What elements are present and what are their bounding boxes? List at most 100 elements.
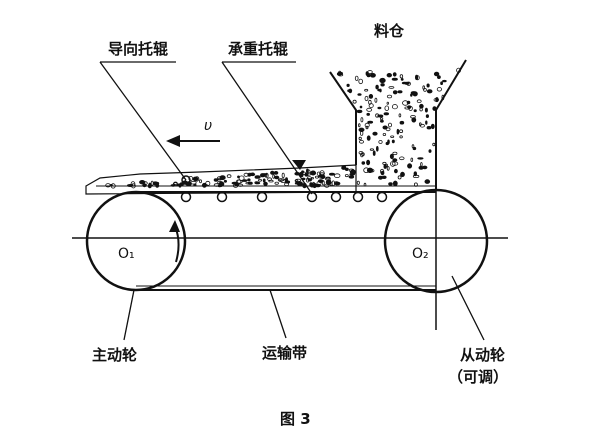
material-grain xyxy=(413,109,417,113)
material-grain xyxy=(337,71,344,76)
material-grain xyxy=(360,152,364,158)
material-grain xyxy=(391,77,398,81)
material-grain xyxy=(391,104,398,110)
material-grain xyxy=(392,158,398,162)
material-grain xyxy=(273,170,279,175)
idler-roller xyxy=(306,191,318,203)
material-grain xyxy=(245,181,252,185)
material-grain xyxy=(305,168,309,174)
idler-roller xyxy=(256,191,268,203)
material-grain xyxy=(205,180,211,186)
material-grain xyxy=(420,162,423,167)
material-grain xyxy=(408,105,413,111)
material-grain xyxy=(369,73,376,78)
material-grain xyxy=(426,83,430,88)
material-grain xyxy=(410,157,414,162)
material-grain xyxy=(369,148,374,151)
material-grain xyxy=(274,175,280,180)
material-grain xyxy=(433,71,440,77)
o2-label: O₂ xyxy=(412,246,429,262)
material-grain xyxy=(425,120,428,125)
material-grain xyxy=(424,179,431,184)
material-grain xyxy=(223,179,227,183)
material-grain xyxy=(367,120,374,124)
material-grain xyxy=(325,176,331,180)
material-grain xyxy=(262,178,266,183)
material-grain xyxy=(320,174,326,179)
material-grain xyxy=(259,173,265,178)
material-grain xyxy=(401,81,408,85)
material-grain xyxy=(326,179,332,185)
material-grain xyxy=(334,173,341,179)
idler-roller xyxy=(181,175,191,185)
material-grain xyxy=(294,181,299,185)
material-grain xyxy=(366,112,371,116)
material-grain xyxy=(254,181,259,185)
material-grain xyxy=(198,179,202,184)
material-grain xyxy=(364,95,369,102)
material-grain xyxy=(346,83,350,88)
material-grain xyxy=(348,175,355,179)
material-grain xyxy=(423,88,427,92)
hopper-label: 料仓 xyxy=(374,22,405,40)
material-grain xyxy=(387,122,392,128)
idler-roller xyxy=(352,191,364,203)
material-grain xyxy=(274,181,279,185)
material-grain xyxy=(392,180,398,187)
material-grain xyxy=(348,88,352,94)
material-grain xyxy=(424,107,428,113)
material-grain xyxy=(399,156,405,161)
idler-roller xyxy=(180,191,192,203)
material-grain xyxy=(412,146,417,151)
material-grain xyxy=(430,123,435,130)
material-grain xyxy=(364,122,370,128)
material-grain xyxy=(380,170,385,176)
material-grain xyxy=(372,150,376,156)
material-grain xyxy=(440,81,444,85)
material-grain xyxy=(375,84,379,90)
material-grain xyxy=(360,117,364,123)
rotation-arrow-head xyxy=(169,220,180,232)
driven-wheel-note: （可调） xyxy=(448,368,508,386)
material-grain xyxy=(316,181,322,186)
load-roller-leader xyxy=(221,61,313,195)
material-grain xyxy=(263,181,268,186)
material-grain xyxy=(307,178,312,182)
material-grain xyxy=(387,139,390,145)
material-grain xyxy=(382,132,387,136)
material-grain xyxy=(404,106,411,110)
load-roller-pointer xyxy=(292,160,306,170)
material-grain xyxy=(411,117,417,123)
material-grain xyxy=(213,178,219,182)
material-grain xyxy=(412,91,418,97)
material-grain xyxy=(416,99,422,103)
material-grain xyxy=(380,83,385,87)
material-grain xyxy=(366,159,371,166)
material-grain xyxy=(367,168,372,173)
material-grain xyxy=(377,106,382,110)
material-grain xyxy=(397,90,403,94)
material-grain xyxy=(295,178,302,182)
material-grain xyxy=(384,105,390,111)
material-grain xyxy=(441,94,445,101)
material-grain xyxy=(382,125,388,130)
o1-label: O₁ xyxy=(118,246,135,262)
material-grain xyxy=(349,169,356,175)
material-grain xyxy=(354,75,359,81)
material-grain xyxy=(413,171,417,177)
drive-wheel xyxy=(85,190,187,292)
material-grain xyxy=(334,181,341,186)
material-grain xyxy=(400,78,404,81)
material-grain xyxy=(367,70,373,74)
material-grain xyxy=(314,175,319,179)
material-grain xyxy=(435,97,439,103)
material-grain xyxy=(392,90,398,95)
material-grain xyxy=(393,168,398,174)
material-grain xyxy=(419,107,423,112)
material-grain xyxy=(442,79,447,83)
driven-wheel xyxy=(383,188,489,294)
guide-roller-leader xyxy=(99,61,187,181)
material-grain xyxy=(417,157,424,160)
material-grain xyxy=(368,94,374,99)
